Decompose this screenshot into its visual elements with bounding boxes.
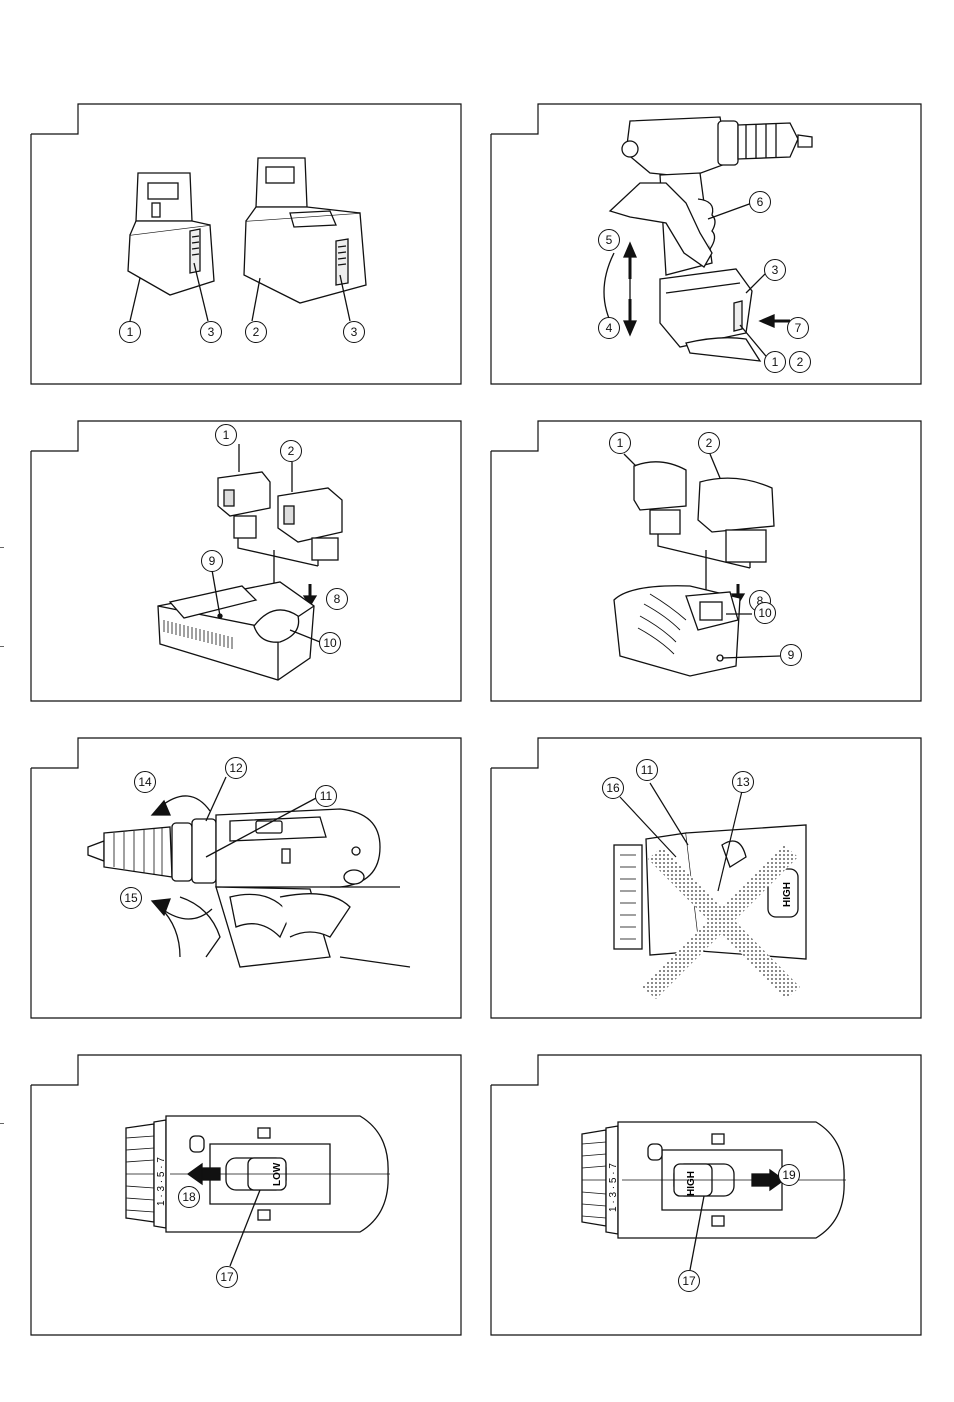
figure-panel-clutch-incorrect: HIGH 22 11 16 13 (490, 737, 922, 1019)
callout-15: 15 (120, 887, 142, 909)
callout-3: 3 (764, 259, 786, 281)
figure-panel-charger-a: 1 2 9 8 10 (30, 420, 462, 702)
panel-frame (30, 420, 462, 702)
scale-label: 1 · 3 · 5 · 7 (608, 1163, 619, 1212)
speed-switch-high-illustration: HIGH 1 · 3 · 5 · 7 (581, 1121, 846, 1271)
drill-battery-insert-illustration (603, 116, 813, 362)
callout-18: 18 (178, 1186, 200, 1208)
callout-1: 1 (119, 321, 141, 343)
callout-9: 9 (780, 644, 802, 666)
callout-13: 13 (732, 771, 754, 793)
callout-2: 2 (245, 321, 267, 343)
figure-panel-battery-types: 1 3 2 3 (30, 103, 462, 385)
callout-8: 8 (326, 588, 348, 610)
figure-panel-clutch-rotation: 12 14 11 15 (30, 737, 462, 1019)
callout-19: 19 (778, 1164, 800, 1186)
callout-16: 16 (602, 777, 624, 799)
callout-1: 1 (764, 351, 786, 373)
panel-frame (30, 1054, 462, 1336)
panel-frame (490, 420, 922, 702)
incorrect-cross-icon (642, 845, 800, 999)
callout-7: 7 (787, 317, 809, 339)
callout-3b: 3 (343, 321, 365, 343)
callout-2: 2 (280, 440, 302, 462)
callout-10: 10 (319, 632, 341, 654)
callout-11: 11 (636, 759, 658, 781)
switch-label: LOW (272, 1162, 283, 1186)
callout-14: 14 (134, 771, 156, 793)
charger-b-illustration (613, 453, 781, 677)
clutch-closeup-illustration: HIGH 22 (613, 782, 807, 999)
switch-label: HIGH (782, 882, 793, 907)
figure-panel-battery-insertion: 6 5 3 4 7 1 2 (490, 103, 922, 385)
figure-panel-speed-high: HIGH 1 · 3 · 5 · 7 19 17 (490, 1054, 922, 1336)
callout-4: 4 (598, 317, 620, 339)
callout-17: 17 (216, 1266, 238, 1288)
speed-switch-low-illustration: LOW 1 · 3 · 5 · 7 (125, 1115, 390, 1267)
callout-9: 9 (201, 550, 223, 572)
panel-frame (490, 103, 922, 385)
figure-panel-charger-b: 1 2 8 10 9 (490, 420, 922, 702)
callout-1: 1 (609, 432, 631, 454)
figure-panel-speed-low: LOW 1 · 3 · 5 · 7 18 17 (30, 1054, 462, 1336)
panel-frame (490, 737, 922, 1019)
callout-6: 6 (749, 191, 771, 213)
callout-2: 2 (789, 351, 811, 373)
charger-a-illustration (157, 444, 343, 681)
callout-12: 12 (225, 757, 247, 779)
callout-11: 11 (315, 785, 337, 807)
switch-label: HIGH (686, 1171, 697, 1196)
callout-1: 1 (215, 424, 237, 446)
drill-clutch-illustration (87, 776, 411, 968)
margin-mark (0, 547, 4, 548)
callout-3: 3 (200, 321, 222, 343)
scale-label: 1 · 3 · 5 · 7 (156, 1157, 167, 1206)
battery-packs-illustration (127, 157, 367, 322)
callout-2: 2 (698, 432, 720, 454)
margin-mark (0, 646, 4, 647)
panel-frame (30, 737, 462, 1019)
callout-10: 10 (754, 602, 776, 624)
callout-17: 17 (678, 1270, 700, 1292)
margin-mark (0, 1123, 4, 1124)
callout-5: 5 (598, 229, 620, 251)
panel-frame (490, 1054, 922, 1336)
panel-frame (30, 103, 462, 385)
